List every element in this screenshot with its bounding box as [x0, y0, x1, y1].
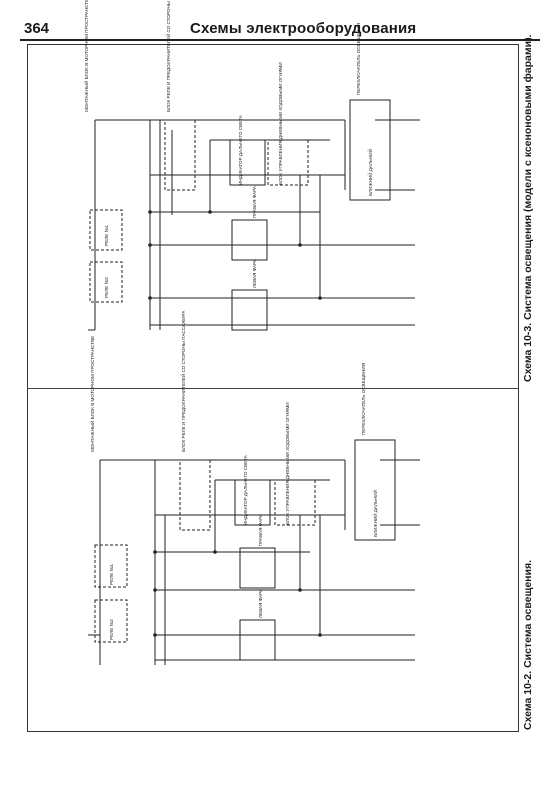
caption-bottom-diagram: Схема 10-2. Система освещения. — [522, 559, 534, 730]
right-headlight-label-bottom: ПРАВАЯ ФАРА — [258, 513, 263, 546]
light-switch-label-top: ПЕРЕКЛЮЧАТЕЛЬ ОСВЕЩЕНИЯ — [356, 23, 361, 95]
switch-positions-label-bottom: БЛИЖНИЙ ДАЛЬНИЙ — [371, 490, 378, 537]
relay-2-label-bottom: РЕЛЕ №2 — [109, 619, 114, 640]
engine-bay-label-bottom: МОНТАЖНЫЙ БЛОК В МОТОРНОМ ПРОСТРАНСТВЕ — [88, 336, 95, 452]
left-headlight-label-top: ЛЕВАЯ ФАРА — [252, 258, 257, 288]
relay-1-label-bottom: РЕЛЕ №1 — [109, 564, 114, 585]
diagram-divider — [27, 388, 518, 389]
relay-1-label-top: РЕЛЕ №1 — [104, 225, 109, 246]
left-headlight-label-bottom: ЛЕВАЯ ФАРА — [258, 588, 263, 618]
light-switch-label-bottom: ПЕРЕКЛЮЧАТЕЛЬ ОСВЕЩЕНИЯ — [361, 363, 366, 435]
header-rule — [20, 39, 540, 41]
switch-positions-label-top: БЛИЖНИЙ ДАЛЬНИЙ — [366, 149, 373, 196]
caption-top-diagram: Схема 10-3. Система освещения (модели с … — [522, 34, 534, 382]
page-number: 364 — [24, 20, 50, 37]
high-beam-indicator-label-bottom: ИНДИКАТОР ДАЛЬНЕГО СВЕТА — [243, 454, 248, 525]
relay-2-label-top: РЕЛЕ №2 — [104, 277, 109, 298]
relay-block-label-bottom: БЛОК РЕЛЕ И ПРЕДОХРАНИТЕЛЕЙ СО СТОРОНЫ П… — [179, 310, 186, 452]
top-wiring-diagram — [88, 99, 420, 331]
right-headlight-label-top: ПРАВАЯ ФАРА — [252, 185, 257, 218]
bottom-wiring-diagram — [88, 439, 420, 665]
page-header: 364 Схемы электрооборудования — [20, 18, 540, 41]
section-title: Схемы электрооборудования — [190, 20, 417, 37]
relay-block-label-top: БЛОК РЕЛЕ И ПРЕДОХРАНИТЕЛЕЙ СО СТОРОНЫ П… — [164, 0, 171, 112]
high-beam-indicator-label-top: ИНДИКАТОР ДАЛЬНЕГО СВЕТА — [238, 114, 243, 185]
engine-bay-label-top: МОНТАЖНЫЙ БЛОК В МОТОРНОМ ПРОСТРАНСТВЕ — [82, 0, 89, 112]
drl-module-label-top: БЛОК УПРАВЛЕНИЯ ДНЕВНЫМИ ХОДОВЫМИ ОГНЯМИ — [278, 62, 283, 185]
drl-module-label-bottom: БЛОК УПРАВЛЕНИЯ ДНЕВНЫМИ ХОДОВЫМИ ОГНЯМИ — [285, 402, 290, 525]
